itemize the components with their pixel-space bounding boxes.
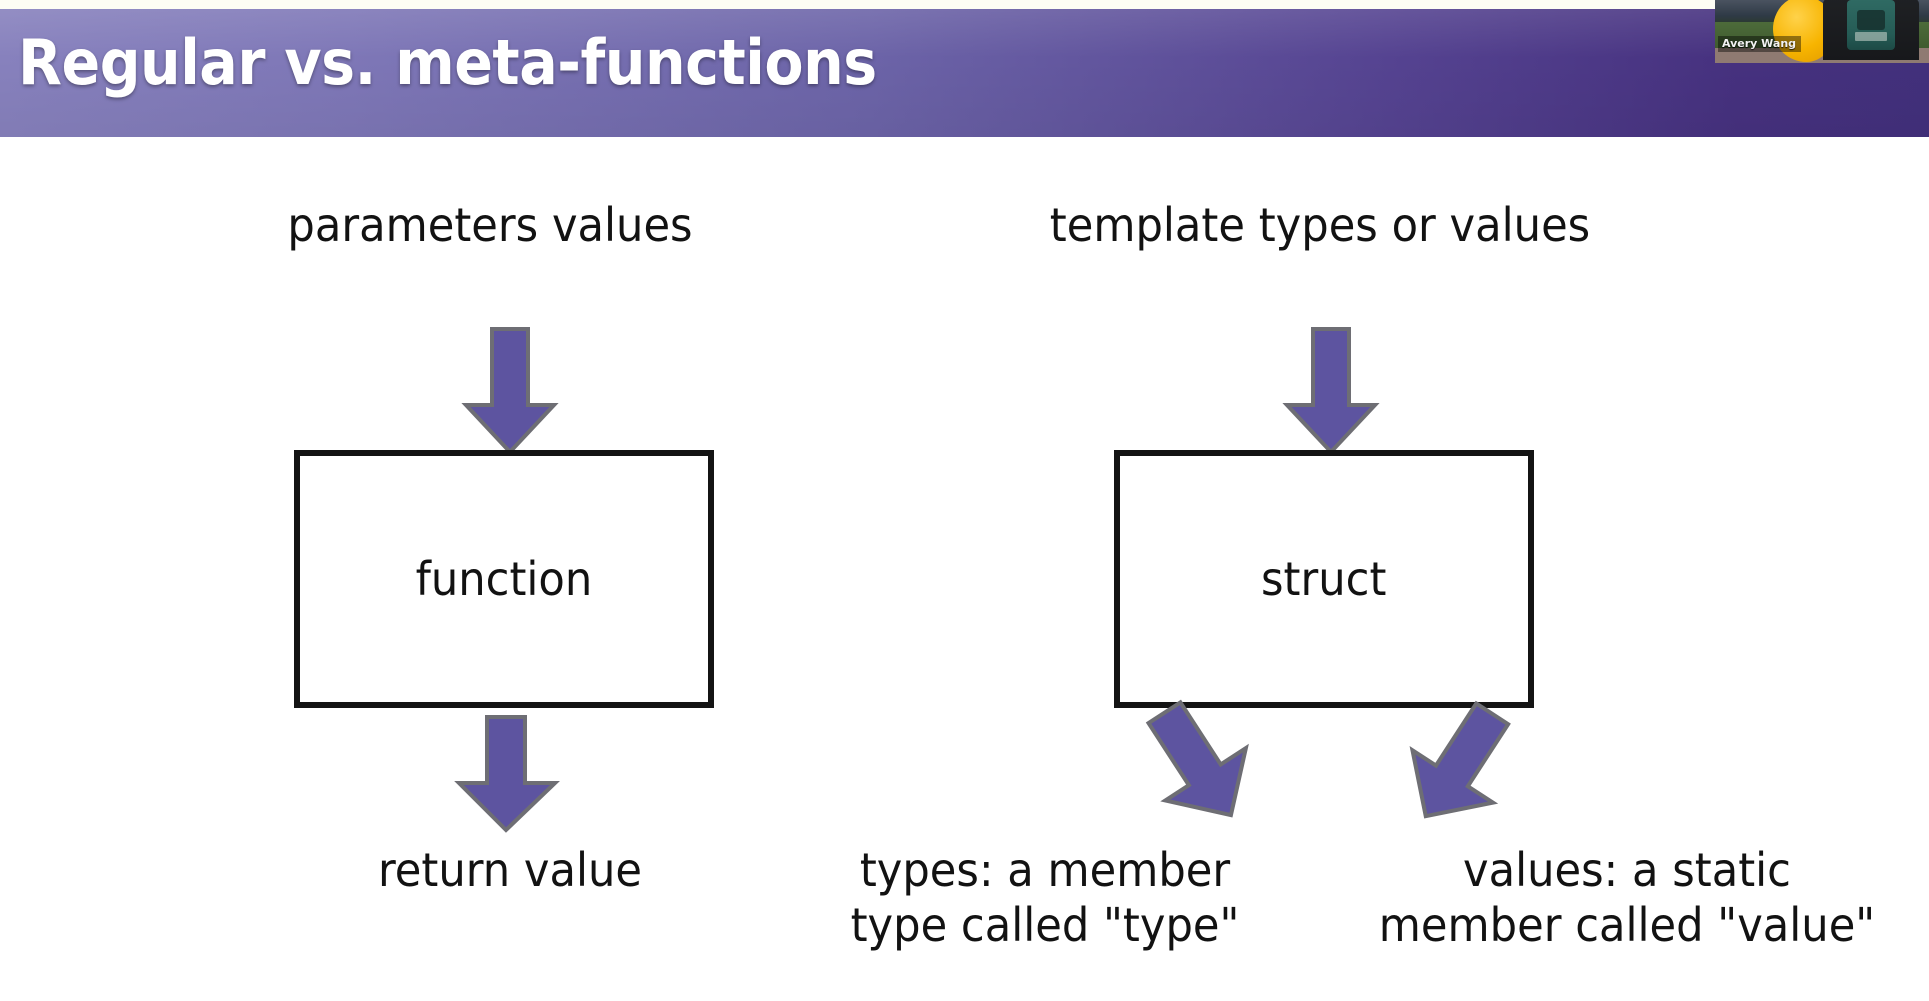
left-output-label: return value: [377, 843, 643, 897]
values-output-label-line1: values: a static: [1463, 843, 1791, 897]
function-box-label: function: [415, 552, 593, 606]
arrow-down-out-of-function: [454, 715, 560, 833]
struct-box-label: struct: [1261, 552, 1387, 606]
slide-title: Regular vs. meta-functions: [18, 26, 877, 99]
video-participant-tile[interactable]: Avery Wang: [1715, 0, 1929, 63]
values-output-label-line2: member called "value": [1378, 898, 1876, 952]
video-person-shirt-text: [1855, 32, 1887, 41]
right-input-label: template types or values: [1049, 198, 1591, 252]
types-output-label-line1: types: a member: [859, 843, 1231, 897]
slide-title-banner: [0, 9, 1929, 137]
left-input-label: parameters values: [287, 198, 693, 252]
struct-box: struct: [1114, 450, 1534, 708]
video-person-shirt-graphic: [1857, 10, 1885, 30]
arrow-diagonal-to-values: [1381, 684, 1538, 848]
slide-top-strip: [0, 0, 1929, 9]
slide-body-diagram: parameters values function return value …: [0, 137, 1929, 1001]
function-box: function: [294, 450, 714, 708]
arrow-down-into-struct: [1282, 327, 1380, 455]
arrow-diagonal-to-types: [1121, 682, 1278, 846]
video-participant-name: Avery Wang: [1718, 36, 1802, 52]
types-output-label-line2: type called "type": [850, 898, 1240, 952]
video-person-shirt: [1847, 0, 1895, 50]
arrow-down-into-function: [461, 327, 559, 455]
video-person: [1823, 0, 1919, 60]
